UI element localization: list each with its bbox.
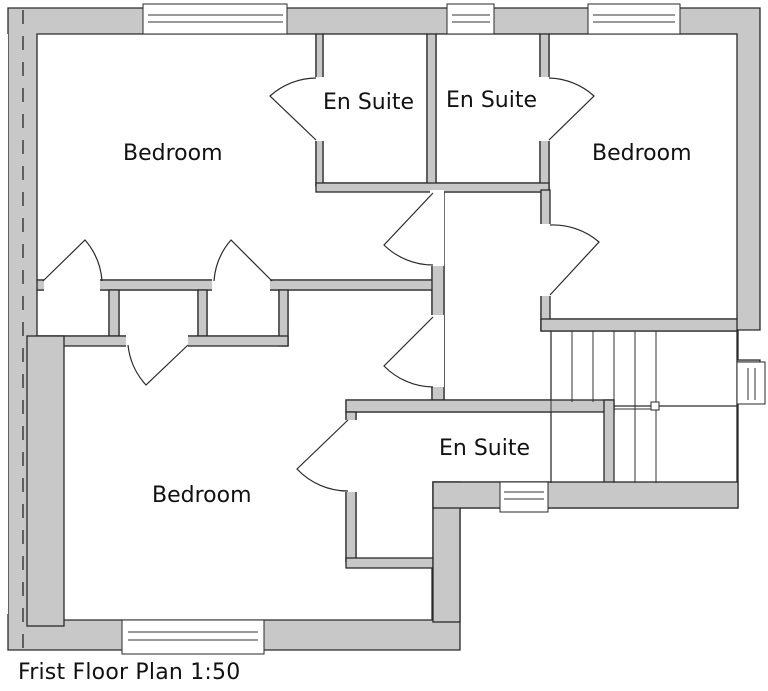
- room-cupboard-3: [206, 289, 280, 337]
- door-bedroom-ne: [549, 224, 600, 296]
- stair-treads: [550, 331, 737, 483]
- label-ensuite-1: En Suite: [323, 90, 414, 115]
- doors: [42, 77, 600, 492]
- room-bedroom-ne: [548, 33, 738, 320]
- window-n1: [142, 3, 288, 35]
- window-s2: [121, 619, 265, 655]
- door-cupboard-3: [213, 239, 273, 282]
- room-interiors: [36, 33, 738, 621]
- window-n3: [587, 3, 681, 35]
- label-bedroom-nw: Bedroom: [123, 141, 223, 166]
- room-cupboard-1: [36, 289, 110, 337]
- window-s1: [499, 481, 549, 513]
- label-ensuite-2: En Suite: [446, 88, 537, 113]
- label-bedroom-ne: Bedroom: [592, 141, 692, 166]
- room-cupboard-2: [118, 289, 199, 337]
- door-cupboard-2: [127, 344, 189, 386]
- door-ensuite-3: [296, 419, 349, 492]
- window-n2: [446, 3, 495, 35]
- door-ensuite-2: [548, 77, 595, 141]
- door-bedroom-sw: [383, 316, 434, 388]
- door-ensuite-1: [269, 77, 317, 141]
- label-bedroom-sw: Bedroom: [152, 483, 252, 508]
- drawing-caption: Frist Floor Plan 1:50: [18, 660, 241, 685]
- window-e: [736, 361, 766, 405]
- room-labels: Bedroom En Suite En Suite Bedroom En Sui…: [123, 88, 692, 508]
- room-ensuite-1: [322, 33, 428, 184]
- door-cupboard-1: [42, 239, 103, 282]
- label-ensuite-3: En Suite: [439, 436, 530, 461]
- windows: [121, 3, 766, 655]
- door-bedroom-nw: [383, 192, 434, 266]
